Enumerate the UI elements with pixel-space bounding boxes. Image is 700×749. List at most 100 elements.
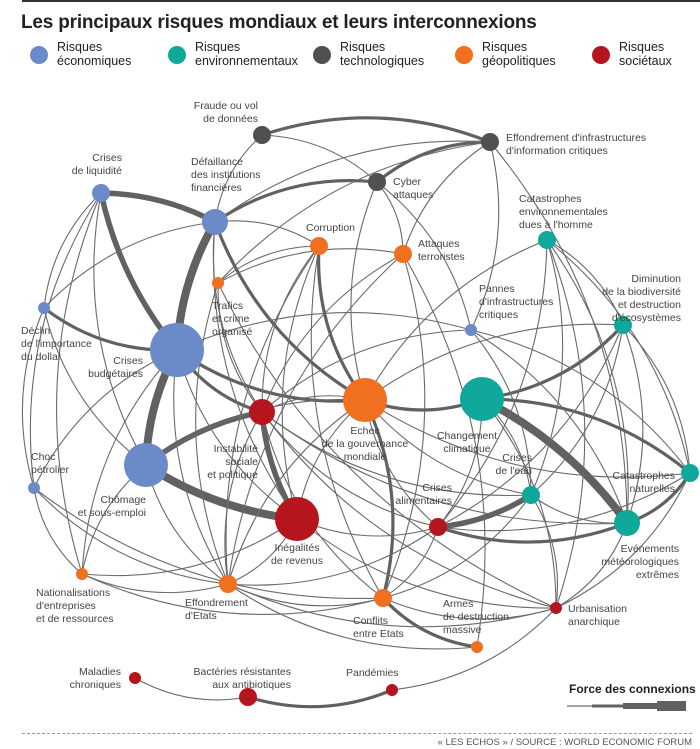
node-label-line: Catastrophes bbox=[519, 193, 582, 205]
node-pandemies[interactable] bbox=[386, 684, 398, 696]
node-terroristes[interactable] bbox=[394, 245, 412, 263]
legend-swatch-geopolitical bbox=[455, 46, 473, 64]
edge-budget-nationalisations bbox=[81, 349, 178, 575]
node-gouvernance[interactable] bbox=[343, 378, 387, 422]
node-urbanisation[interactable] bbox=[550, 602, 562, 614]
node-defaillance[interactable] bbox=[202, 209, 228, 235]
edge-corruption-effetats bbox=[225, 245, 320, 585]
edge-trafics-urbanisation bbox=[217, 282, 557, 609]
edge-catenv-alimentaires bbox=[437, 239, 548, 528]
edge-cyber-effinfo bbox=[375, 140, 492, 184]
node-label-line: Chômage bbox=[100, 494, 146, 506]
node-dollar[interactable] bbox=[38, 302, 50, 314]
node-trafics[interactable] bbox=[212, 277, 224, 289]
node-label-line: budgétaires bbox=[88, 368, 143, 380]
node-label-line: météorologiques bbox=[601, 556, 679, 568]
top-rule bbox=[22, 0, 700, 2]
node-label-line: et destruction bbox=[617, 299, 681, 311]
node-label-line: anarchique bbox=[568, 616, 620, 628]
node-label-line: extrêmes bbox=[635, 569, 679, 581]
edge-cyber-gouvernance bbox=[350, 181, 378, 401]
node-catnat[interactable] bbox=[681, 464, 699, 482]
node-label-pandemies: Pandémies bbox=[346, 667, 399, 680]
node-conflits[interactable] bbox=[374, 589, 392, 607]
node-biodiv[interactable] bbox=[614, 316, 632, 334]
node-pannes[interactable] bbox=[465, 324, 477, 336]
node-label-line: et politique bbox=[207, 469, 258, 481]
strength-level-1 bbox=[567, 705, 592, 707]
node-label-corruption: Corruption bbox=[306, 222, 355, 235]
node-maladies[interactable] bbox=[129, 672, 141, 684]
node-inegalites[interactable] bbox=[275, 497, 319, 541]
edge-corruption-trafics bbox=[217, 245, 320, 284]
node-effinfo[interactable] bbox=[481, 133, 499, 151]
edge-maladies-bacteries bbox=[134, 677, 249, 701]
edge-terroristes-conflits bbox=[382, 253, 426, 599]
node-fraude[interactable] bbox=[253, 126, 271, 144]
node-meteo[interactable] bbox=[614, 510, 640, 536]
node-catenv[interactable] bbox=[538, 231, 556, 249]
strength-level-3 bbox=[623, 703, 657, 709]
node-label-line: de la biodiversité bbox=[602, 286, 681, 298]
node-bacteries[interactable] bbox=[239, 688, 257, 706]
edge-catnat-urbanisation bbox=[555, 472, 691, 609]
node-eau[interactable] bbox=[522, 486, 540, 504]
legend-swatch-environmental bbox=[168, 46, 186, 64]
edge-cyber-pannes bbox=[376, 181, 472, 331]
node-armes[interactable] bbox=[471, 641, 483, 653]
strength-level-4 bbox=[657, 701, 686, 711]
node-label-line: de l'eau bbox=[495, 465, 532, 477]
edge-instabilite-effetats bbox=[224, 411, 263, 585]
edge-effetats-urbanisation bbox=[227, 583, 557, 628]
node-chomage[interactable] bbox=[124, 443, 168, 487]
node-instabilite[interactable] bbox=[249, 399, 275, 425]
node-liquidite[interactable] bbox=[92, 184, 110, 202]
edge-catenv-biodiv bbox=[546, 239, 624, 326]
edge-biodiv-catnat bbox=[622, 324, 691, 474]
node-label-line: entre Etats bbox=[353, 628, 404, 640]
edge-nationalisations-effetats bbox=[81, 573, 229, 594]
node-label-line: Cyber bbox=[393, 176, 422, 188]
edge-terroristes-trafics bbox=[217, 248, 404, 284]
strength-level-2 bbox=[592, 704, 623, 708]
node-petrolier[interactable] bbox=[28, 482, 40, 494]
edge-liquidite-nationalisations bbox=[56, 192, 102, 575]
edge-liquidite-defaillance bbox=[98, 190, 218, 225]
node-effetats[interactable] bbox=[219, 575, 237, 593]
node-label-line: Défaillance bbox=[191, 156, 243, 168]
edge-petrolier-nationalisations bbox=[33, 487, 83, 575]
node-label-line: de données bbox=[203, 113, 258, 125]
node-climat[interactable] bbox=[460, 377, 504, 421]
edges-layer bbox=[21, 116, 692, 709]
node-cyber[interactable] bbox=[368, 173, 386, 191]
node-budget[interactable] bbox=[150, 323, 204, 377]
node-alimentaires[interactable] bbox=[429, 518, 447, 536]
node-label-line: Evénements bbox=[620, 543, 679, 555]
edge-conflits-armes bbox=[381, 596, 479, 649]
edge-catenv-gouvernance bbox=[364, 239, 548, 401]
edge-defaillance-corruption bbox=[214, 220, 320, 247]
node-label-line: critiques bbox=[479, 309, 519, 321]
edge-inegalites-nationalisations bbox=[81, 518, 298, 577]
node-label-line: du dollar bbox=[21, 351, 62, 363]
node-label-line: pétrolier bbox=[31, 464, 69, 476]
node-corruption[interactable] bbox=[310, 237, 328, 255]
node-label-line: Choc bbox=[31, 451, 56, 463]
node-nationalisations[interactable] bbox=[76, 568, 88, 580]
edge-corruption-conflits bbox=[310, 245, 384, 599]
edge-defaillance-dollar bbox=[43, 221, 216, 309]
